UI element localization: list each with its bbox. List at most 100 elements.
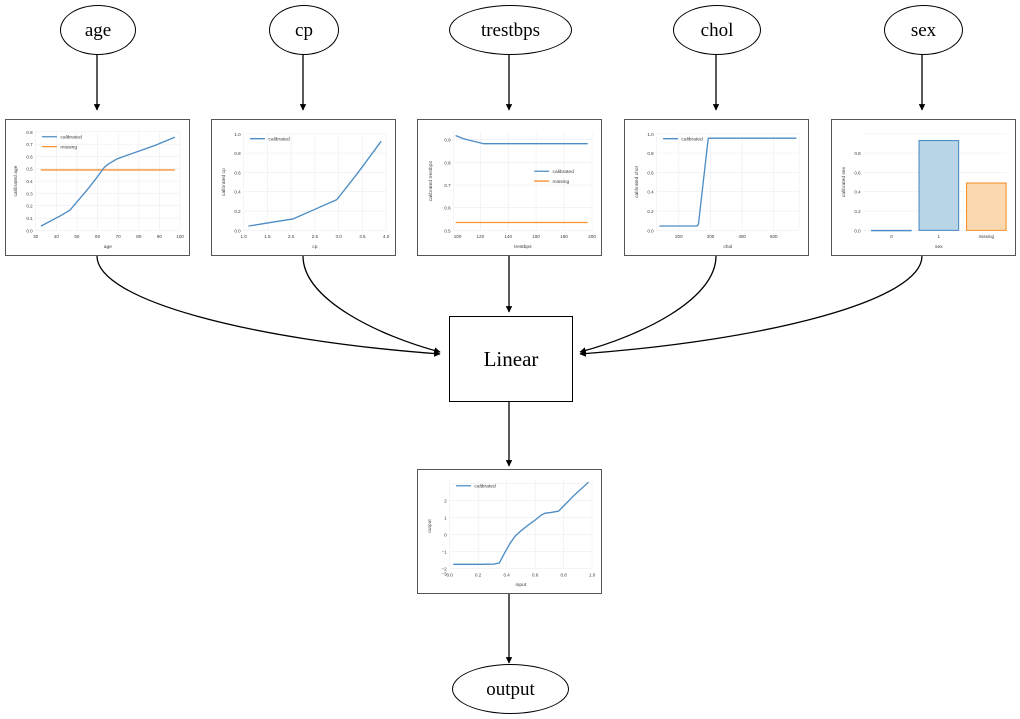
plot-output: calibrated 2 1 0 −1 −2 −3 0.0 0.2 0.4 0.…: [418, 470, 601, 593]
svg-text:0: 0: [890, 234, 893, 239]
svg-text:0.1: 0.1: [26, 216, 33, 221]
chart-panel-output[interactable]: calibrated 2 1 0 −1 −2 −3 0.0 0.2 0.4 0.…: [417, 469, 602, 594]
svg-text:−2: −2: [442, 566, 448, 571]
svg-text:400: 400: [738, 234, 746, 239]
node-cp[interactable]: cp: [269, 5, 339, 55]
svg-text:90: 90: [157, 234, 163, 239]
svg-text:1: 1: [938, 234, 941, 239]
svg-text:0.2: 0.2: [854, 209, 861, 214]
node-chol[interactable]: chol: [673, 5, 761, 55]
yticklabels-sex: 0.0 0.2 0.4 0.6 0.8: [854, 151, 861, 233]
svg-text:0.2: 0.2: [647, 209, 654, 214]
svg-text:70: 70: [116, 234, 122, 239]
xlabel-output: input: [516, 582, 527, 588]
svg-text:0.0: 0.0: [854, 228, 861, 233]
svg-text:2.5: 2.5: [312, 234, 319, 239]
plot-trestbps: calibrated missing 0.5 0.6 0.7 0.8 0.9 1…: [418, 120, 601, 255]
svg-text:4.0: 4.0: [383, 234, 390, 239]
node-sex-label: sex: [910, 19, 937, 41]
legend-label-calibrated: calibrated: [268, 137, 290, 143]
bar-1: [918, 140, 960, 231]
yticklabels-output: 2 1 0 −1 −2 −3: [442, 499, 448, 577]
svg-text:0.6: 0.6: [647, 170, 654, 175]
node-age[interactable]: age: [60, 5, 136, 55]
chart-panel-chol[interactable]: calibrated 0.0 0.2 0.4 0.6 0.8 1.0 200 3…: [624, 119, 809, 256]
series-calibrated-cp: [248, 141, 382, 227]
ylabel-output: output: [427, 519, 433, 533]
edge-sexchart-to-linear: [579, 255, 923, 357]
chart-panel-age[interactable]: calibrated missing 0.0 0.1 0.2 0.3 0.4 0…: [5, 119, 190, 256]
svg-text:0.6: 0.6: [854, 170, 861, 175]
node-sex[interactable]: sex: [884, 5, 963, 55]
xticklabels-output: 0.0 0.2 0.4 0.6 0.8 1.0: [447, 572, 596, 577]
svg-text:0.8: 0.8: [444, 160, 451, 165]
svg-text:2: 2: [444, 499, 447, 504]
svg-text:180: 180: [560, 234, 568, 239]
ylabel-sex: calibrated sex: [841, 166, 847, 197]
svg-text:missing: missing: [979, 234, 995, 239]
xticklabels-cp: 1.0 1.5 2.0 2.5 3.0 3.5 4.0: [240, 234, 389, 239]
svg-text:0.4: 0.4: [26, 179, 33, 184]
svg-text:200: 200: [588, 234, 596, 239]
yticklabels-cp: 0.0 0.2 0.4 0.6 0.8 1.0: [234, 132, 241, 234]
svg-text:0.2: 0.2: [234, 209, 241, 214]
node-trestbps[interactable]: trestbps: [449, 5, 572, 55]
svg-text:0.0: 0.0: [234, 228, 241, 233]
svg-text:−3: −3: [442, 571, 448, 576]
node-trestbps-label: trestbps: [480, 19, 541, 41]
edge-agechart-to-linear: [96, 255, 441, 357]
node-output[interactable]: output: [452, 664, 569, 714]
ylabel-cp: calibrated cp: [221, 168, 227, 196]
legend-label-calibrated: calibrated: [553, 169, 575, 175]
series-calibrated-age: [40, 136, 176, 227]
ylabel-age: calibrated age: [13, 165, 19, 196]
node-linear-label: Linear: [483, 346, 539, 371]
svg-text:1.0: 1.0: [647, 132, 654, 137]
legend-label-missing: missing: [553, 179, 570, 185]
xticklabels-trestbps: 100 120 140 160 180 200: [454, 234, 597, 239]
svg-text:140: 140: [504, 234, 512, 239]
svg-text:0.4: 0.4: [503, 572, 510, 577]
xlabel-age: age: [104, 245, 112, 250]
svg-text:0.4: 0.4: [854, 190, 861, 195]
legend-chol: calibrated: [662, 137, 703, 143]
svg-text:200: 200: [675, 234, 683, 239]
svg-text:−1: −1: [442, 549, 448, 554]
svg-text:0.5: 0.5: [444, 228, 451, 233]
bars-sex: [871, 140, 1007, 232]
svg-text:0.5: 0.5: [26, 167, 33, 172]
xticklabels-chol: 200 300 400 500: [675, 234, 778, 239]
chart-panel-cp[interactable]: calibrated 0.0 0.2 0.4 0.6 0.8 1.0 1.0 1…: [211, 119, 396, 256]
node-linear[interactable]: Linear: [449, 316, 573, 402]
legend-label-calibrated: calibrated: [474, 484, 496, 490]
svg-text:0.0: 0.0: [647, 228, 654, 233]
svg-text:40: 40: [54, 234, 60, 239]
node-output-label: output: [486, 678, 535, 700]
svg-text:0: 0: [444, 533, 447, 538]
svg-text:1.0: 1.0: [234, 132, 241, 137]
svg-text:0.8: 0.8: [26, 130, 33, 135]
xlabel-trestbps: trestbps: [514, 244, 532, 250]
gridlines-age: [35, 131, 181, 231]
svg-text:2.0: 2.0: [288, 234, 295, 239]
svg-text:0.0: 0.0: [447, 572, 454, 577]
ylabel-chol: calibrated chol: [634, 166, 640, 198]
series-calibrated-trestbps: [455, 135, 588, 145]
plot-cp: calibrated 0.0 0.2 0.4 0.6 0.8 1.0 1.0 1…: [212, 120, 395, 255]
svg-text:0.7: 0.7: [444, 183, 451, 188]
svg-text:0.6: 0.6: [444, 206, 451, 211]
xticklabels-age: 30 40 50 60 70 80 90 100: [33, 234, 184, 239]
svg-text:0.4: 0.4: [647, 190, 654, 195]
series-calibrated-chol: [659, 137, 797, 227]
legend-age: calibrated missing: [41, 135, 82, 151]
svg-text:0.6: 0.6: [532, 572, 539, 577]
chart-panel-sex[interactable]: 0.0 0.2 0.4 0.6 0.8 0 1 missing sex cali…: [831, 119, 1016, 256]
svg-text:300: 300: [707, 234, 715, 239]
svg-text:0.4: 0.4: [234, 190, 241, 195]
xlabel-chol: chol: [723, 244, 732, 250]
chart-panel-trestbps[interactable]: calibrated missing 0.5 0.6 0.7 0.8 0.9 1…: [417, 119, 602, 256]
yticklabels-trestbps: 0.5 0.6 0.7 0.8 0.9: [444, 138, 451, 234]
edge-cpchart-to-linear: [302, 255, 441, 354]
legend-cp: calibrated: [249, 137, 290, 143]
